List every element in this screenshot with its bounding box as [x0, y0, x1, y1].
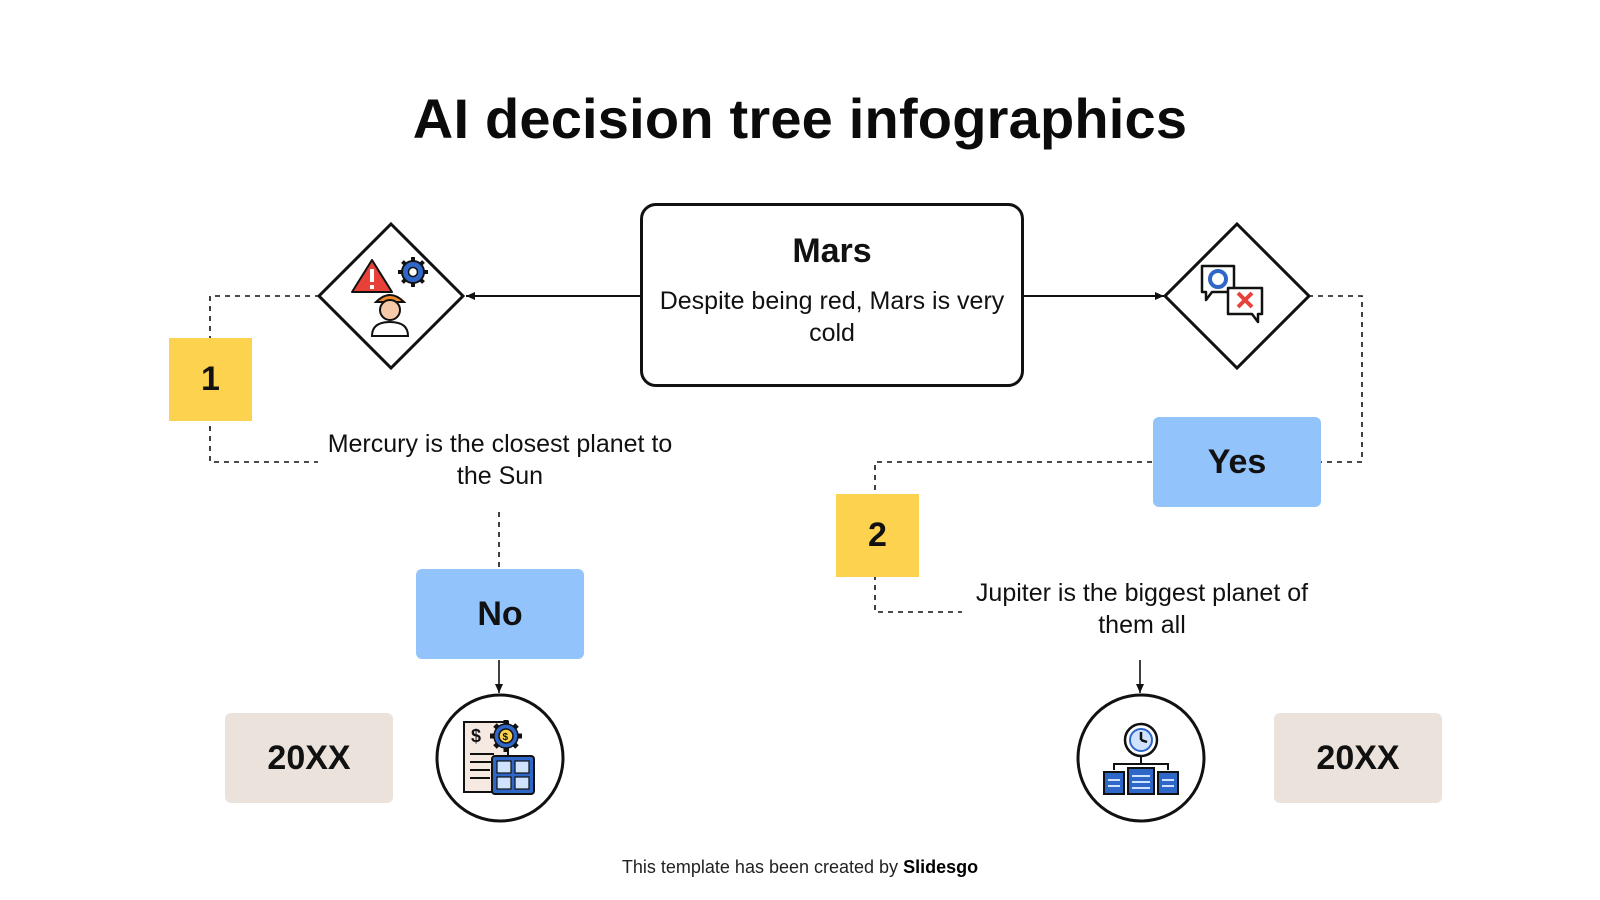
- answer-no-badge: No: [416, 569, 584, 659]
- root-node-description: Despite being red, Mars is very cold: [659, 287, 1005, 347]
- left-year-badge: 20XX: [225, 713, 393, 803]
- step-number-2: 2: [836, 494, 919, 577]
- svg-text:$: $: [471, 726, 481, 746]
- footer-credit: This template has been created by Slides…: [0, 857, 1600, 878]
- footer-prefix: This template has been created by: [621, 857, 899, 877]
- root-node-heading: Mars: [792, 232, 872, 270]
- step-number-1: 1: [169, 338, 252, 421]
- page-title: AI decision tree infographics: [412, 87, 1188, 150]
- chat-yes-no-bubbles-icon: [1200, 264, 1264, 324]
- root-node: Mars Despite being red, Mars is very col…: [640, 203, 1024, 387]
- right-year-badge: 20XX: [1274, 713, 1442, 803]
- answer-yes-badge: Yes: [1153, 417, 1321, 507]
- svg-text:$: $: [503, 732, 509, 743]
- left-branch-description: Mercury is the closest planet to the Sun: [327, 430, 673, 490]
- footer-brand-link[interactable]: Slidesgo: [903, 857, 979, 877]
- finance-calculator-gear-icon: $ $: [463, 720, 535, 795]
- warning-worker-gear-icon: [351, 257, 428, 337]
- clock-network-icon: [1103, 722, 1179, 795]
- right-branch-description: Jupiter is the biggest planet of them al…: [975, 579, 1309, 639]
- right-dashed-bracket: [1308, 295, 1363, 463]
